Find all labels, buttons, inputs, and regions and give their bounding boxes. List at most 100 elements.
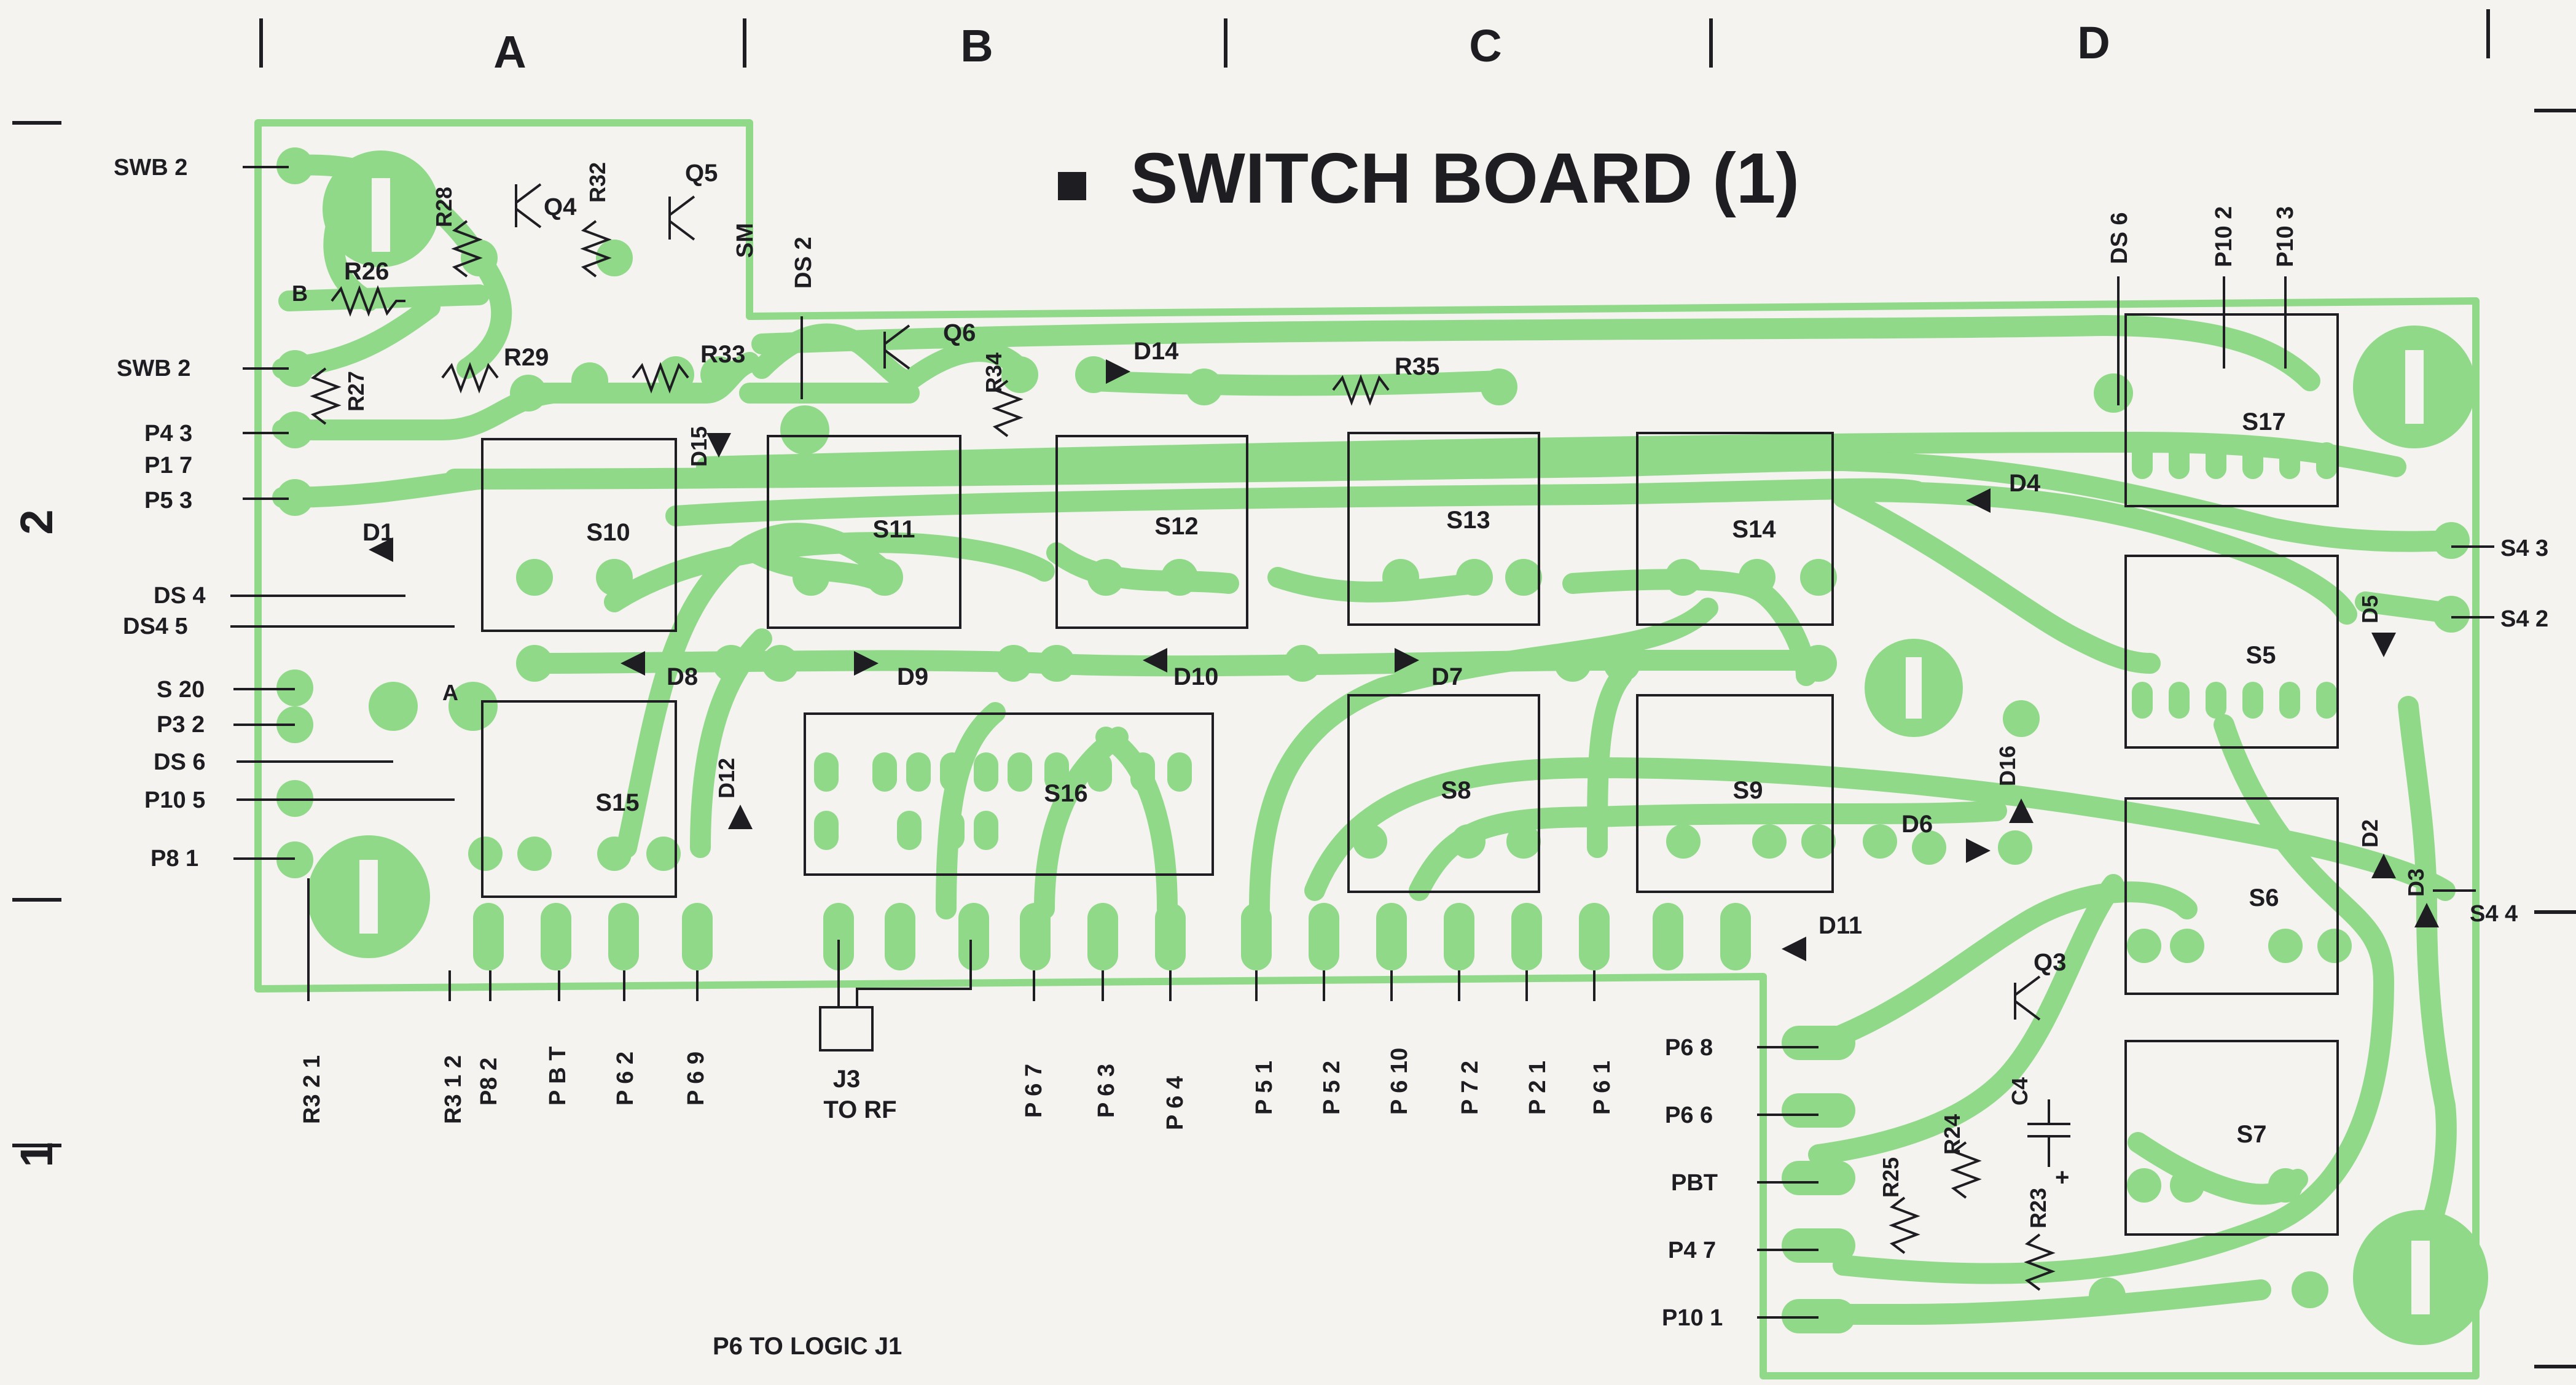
edge-connector-pads — [473, 903, 1751, 970]
top-pin-p10-2: P10 2 — [2211, 206, 2237, 267]
solder-pads — [276, 147, 2470, 1314]
label-s10: S10 — [586, 519, 630, 546]
switch-s5 — [2124, 555, 2339, 749]
label-r27: R27 — [343, 371, 369, 412]
mounting-pad-top-right — [2353, 326, 2476, 448]
diode-d2-symbol — [2371, 854, 2396, 878]
diode-d14-symbol — [1106, 359, 1130, 384]
row-label-1: 1 — [11, 1142, 62, 1167]
label-q4: Q4 — [544, 193, 577, 220]
connector-j3-wire-2 — [856, 940, 972, 1007]
left-pin-5: P5 3 — [144, 488, 192, 513]
label-s8: S8 — [1441, 777, 1471, 804]
switch-s14 — [1636, 432, 1834, 626]
label-d4: D4 — [2009, 470, 2041, 497]
bottom-pin-7: P 6 7 — [1021, 1064, 1047, 1118]
resistor-r28-symbol — [451, 220, 483, 278]
bottom-pin-5: P 6 2 — [613, 1051, 638, 1106]
label-s14: S14 — [1732, 516, 1776, 543]
diode-d16-symbol — [2009, 798, 2034, 823]
switch-labels: S10 S11 S12 S13 S14 S15 S16 S8 S9 S17 S5… — [586, 408, 2285, 1148]
diode-d3-symbol — [2414, 903, 2439, 927]
resistor-r24-symbol — [1950, 1141, 1982, 1199]
resistor-r23-symbol — [2024, 1233, 2056, 1291]
connector-j3-note: TO RF — [823, 1096, 896, 1123]
right-pin-s4-3: S4 3 — [2500, 536, 2548, 561]
label-r35: R35 — [1395, 353, 1439, 380]
s16-pin-pads — [814, 752, 1192, 850]
mounting-pad-top-left — [323, 150, 439, 267]
component-labels: R26 R27 R28 R29 R32 R33 R34 R35 R23 R24 … — [292, 160, 2429, 1228]
label-r24: R24 — [1940, 1114, 1965, 1155]
label-d15: D15 — [686, 426, 711, 467]
marker-a: A — [442, 680, 458, 705]
column-label-a: A — [493, 26, 526, 77]
switch-s7 — [2124, 1040, 2339, 1236]
mounting-pad-left — [307, 835, 430, 958]
label-s7: S7 — [2237, 1121, 2267, 1148]
switch-s16 — [804, 712, 1214, 876]
lower-right-pin-1: P6 8 — [1665, 1035, 1713, 1061]
mounting-pads — [307, 150, 2488, 1345]
diode-d12-symbol — [728, 805, 753, 829]
diode-d15-symbol — [707, 433, 731, 458]
bottom-pin-8: P 6 3 — [1094, 1064, 1119, 1118]
marker-b: B — [292, 281, 308, 306]
label-d8: D8 — [667, 663, 698, 690]
transistor-q5-symbol — [668, 195, 695, 241]
copper-traces — [272, 154, 2468, 1325]
mounting-pad-bottom-right — [2353, 1210, 2488, 1345]
mounting-pad-middle — [1865, 639, 1963, 737]
bottom-pin-1: R3 2 1 — [299, 1055, 325, 1124]
marker-plus: + — [2055, 1164, 2069, 1191]
diode-d8-symbol — [621, 651, 645, 676]
top-pin-ds2: DS 2 — [791, 237, 816, 289]
label-s12: S12 — [1154, 513, 1198, 540]
left-pin-4: P1 7 — [144, 453, 192, 478]
switch-s12 — [1055, 435, 1248, 629]
diode-d1-symbol — [369, 537, 393, 562]
diode-d4-symbol — [1966, 488, 1991, 513]
bottom-pin-12: P 6 10 — [1387, 1048, 1412, 1115]
bottom-pins: R3 2 1 R3 1 2 P8 2 P B T P 6 2 P 6 9 P 6… — [299, 878, 1615, 1130]
switch-outlines — [481, 313, 2339, 1236]
bottom-pin-2: R3 1 2 — [440, 1055, 466, 1124]
bottom-pin-14: P 2 1 — [1525, 1061, 1551, 1115]
bottom-pin-15: P 6 1 — [1589, 1061, 1615, 1115]
column-label-c: C — [1469, 20, 1501, 71]
label-d11: D11 — [1818, 912, 1862, 939]
diode-d11-symbol — [1782, 937, 1806, 961]
label-s17: S17 — [2242, 408, 2285, 435]
transistor-q4-symbol — [515, 183, 542, 228]
label-d5: D5 — [2357, 595, 2382, 623]
resistor-r25-symbol — [1889, 1196, 1920, 1254]
transistor-q3-symbol — [2014, 975, 2041, 1021]
switch-s13 — [1347, 432, 1540, 626]
label-s9: S9 — [1733, 777, 1763, 804]
label-s15: S15 — [595, 789, 639, 816]
bottom-pin-13: P 7 2 — [1457, 1061, 1483, 1115]
label-r26: R26 — [344, 258, 389, 285]
switch-s9 — [1636, 694, 1834, 893]
bottom-pin-6: P 6 9 — [683, 1051, 709, 1106]
right-pins: S4 3 S4 2 S4 4 — [2433, 536, 2548, 927]
label-q6: Q6 — [943, 319, 976, 346]
bottom-pin-3: P8 2 — [476, 1058, 502, 1106]
label-c4: C4 — [2007, 1077, 2032, 1106]
label-s5: S5 — [2246, 642, 2276, 669]
label-s13: S13 — [1446, 507, 1490, 534]
title-bullet — [1058, 172, 1086, 200]
diode-d5-symbol — [2371, 633, 2396, 657]
lower-right-pads — [1782, 1026, 1855, 1333]
right-pin-s4-4: S4 4 — [2470, 901, 2518, 927]
resistor-r26-symbol — [331, 285, 405, 317]
grid-markers — [12, 9, 2576, 1368]
switch-s17 — [2124, 313, 2339, 507]
label-q5: Q5 — [685, 160, 718, 187]
lower-right-pin-5: P10 1 — [1662, 1305, 1723, 1331]
left-pin-3: P4 3 — [144, 421, 192, 447]
top-pin-sm: SM — [732, 223, 758, 258]
label-r25: R25 — [1878, 1157, 1903, 1198]
label-s16: S16 — [1044, 780, 1087, 807]
resistor-r33-symbol — [632, 362, 689, 394]
